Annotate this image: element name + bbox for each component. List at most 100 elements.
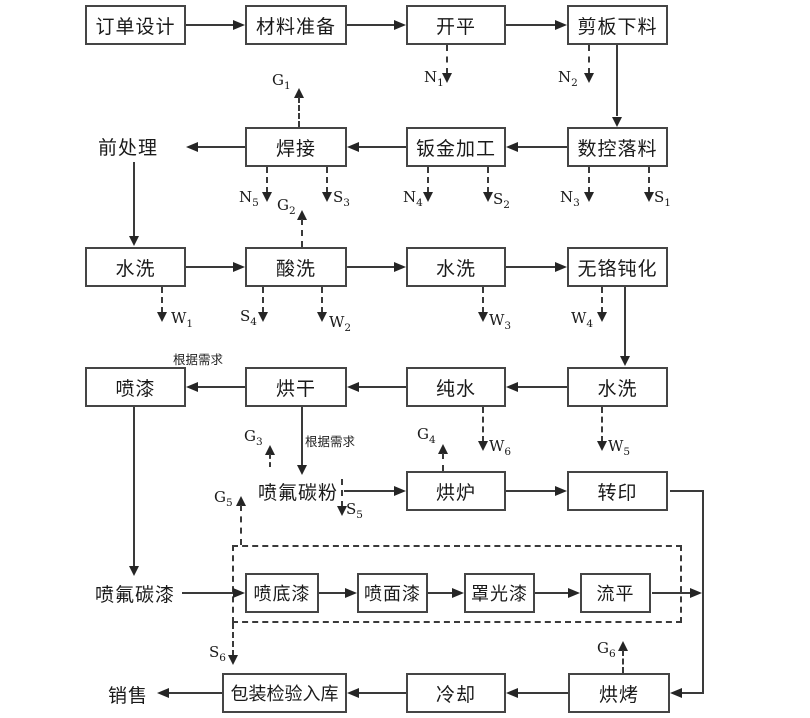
node-water-wash-2: 水洗 — [406, 247, 506, 287]
arrowhead-w6 — [478, 441, 488, 451]
arrowhead-w4 — [597, 312, 607, 322]
arrowhead-sheetmetal-to-welding — [347, 142, 359, 152]
label-w3: W3 — [489, 311, 512, 332]
arrowhead-order-to-material — [233, 20, 245, 30]
arrowhead-s5 — [337, 506, 347, 516]
label-s3: S3 — [333, 188, 350, 209]
stub-n3 — [588, 167, 590, 193]
line-topcoat-to-clearcoat — [428, 592, 453, 594]
arrowhead-wash3-to-purewater — [506, 382, 518, 392]
node-baking: 烘烤 — [568, 673, 670, 713]
arrowhead-oven-to-transfer — [555, 486, 567, 496]
line-drying-to-powder — [301, 407, 303, 465]
node-chrome-free-passivation: 无铬钝化 — [567, 247, 668, 287]
node-spray-paint: 喷漆 — [85, 367, 186, 407]
node-packing-inspection: 包装检验入库 — [222, 673, 347, 713]
arrowhead-pretreatment-to-wash1 — [129, 236, 139, 246]
node-order-design: 订单设计 — [85, 5, 186, 45]
node-transfer-print: 转印 — [567, 471, 668, 511]
line-order-to-material — [186, 24, 234, 26]
line-spraypaint-to-fluoropaint — [133, 407, 135, 566]
arrowhead-primer-to-topcoat — [345, 588, 357, 598]
line-transfer-out — [670, 490, 703, 492]
label-s6: S6 — [209, 643, 226, 664]
node-topcoat: 喷面漆 — [357, 573, 428, 613]
arrowhead-w2 — [317, 312, 327, 322]
node-pure-water: 纯水 — [406, 367, 506, 407]
arrowhead-g1 — [294, 88, 304, 98]
stub-n5 — [266, 167, 268, 193]
line-wash1-to-acid — [186, 266, 234, 268]
node-sheet-metal: 钣金加工 — [406, 127, 506, 167]
arrowhead-g2 — [297, 210, 307, 220]
line-shearing-to-cnc — [616, 45, 618, 116]
line-into-baking — [682, 692, 703, 694]
arrowhead-clearcoat-to-leveling — [568, 588, 580, 598]
node-water-wash-3: 水洗 — [567, 367, 668, 407]
stub-n2 — [588, 45, 590, 74]
line-clearcoat-to-leveling — [535, 592, 569, 594]
line-material-to-leveling — [347, 24, 395, 26]
line-wash3-to-purewater — [518, 386, 567, 388]
arrowhead-s2 — [483, 192, 493, 202]
arrowhead-g3 — [265, 445, 275, 455]
arrowhead-topcoat-to-clearcoat — [452, 588, 464, 598]
line-powder-to-oven — [344, 490, 395, 492]
node-oven: 烘炉 — [406, 471, 506, 511]
label-s2: S2 — [493, 190, 510, 211]
arrowhead-powder-to-oven — [394, 486, 406, 496]
arrowhead-w5 — [597, 441, 607, 451]
stub-n4 — [427, 167, 429, 193]
stub-n1 — [446, 45, 448, 74]
arrowhead-into-baking — [670, 688, 682, 698]
label-w6: W6 — [489, 437, 512, 458]
arrowhead-cnc-to-sheetmetal — [506, 142, 518, 152]
arrowhead-n2 — [584, 73, 594, 83]
paint-booth-dashed-boundary — [232, 545, 682, 623]
stub-w3 — [482, 287, 484, 313]
note-on-demand-1: 根据需求 — [173, 352, 224, 367]
label-n2: N2 — [558, 68, 578, 89]
stub-w1 — [161, 287, 163, 313]
label-n4: N4 — [403, 188, 423, 209]
arrowhead-n5 — [262, 192, 272, 202]
label-n3: N3 — [560, 188, 580, 209]
line-sheetmetal-to-welding — [359, 146, 406, 148]
label-g5: G5 — [214, 488, 233, 509]
line-packing-to-sales — [169, 692, 222, 694]
label-s5: S5 — [346, 500, 363, 521]
arrowhead-purewater-to-drying — [347, 382, 359, 392]
arrowhead-n3 — [584, 192, 594, 202]
label-g1: G1 — [272, 71, 291, 92]
stub-g2 — [301, 219, 303, 247]
node-primer: 喷底漆 — [245, 573, 319, 613]
text-fluorocarbon-powder: 喷氟碳粉 — [258, 482, 339, 504]
stub-s3 — [326, 167, 328, 193]
line-baking-to-cooling — [518, 692, 568, 694]
stub-g1 — [298, 97, 300, 127]
arrowhead-welding-to-pretreatment — [186, 142, 198, 152]
stub-g4 — [442, 453, 444, 471]
arrowhead-cooling-to-packing — [347, 688, 359, 698]
line-cooling-to-packing — [359, 692, 406, 694]
label-n1: N1 — [424, 68, 444, 89]
arrowhead-material-to-leveling — [394, 20, 406, 30]
label-g4: G4 — [417, 425, 436, 446]
node-plate-shearing: 剪板下料 — [567, 5, 668, 45]
arrowhead-packing-to-sales — [157, 688, 169, 698]
node-cnc-blanking: 数控落料 — [567, 127, 668, 167]
arrowhead-baking-to-cooling — [506, 688, 518, 698]
label-n5: N5 — [239, 188, 259, 209]
stub-w4 — [601, 287, 603, 313]
line-acid-to-wash2 — [347, 266, 395, 268]
label-g6: G6 — [597, 639, 616, 660]
stub-w2 — [321, 287, 323, 313]
stub-s5 — [341, 479, 343, 507]
arrowhead-drying-to-spraypaint — [186, 382, 198, 392]
stub-s1 — [648, 167, 650, 193]
node-clearcoat: 罩光漆 — [464, 573, 535, 613]
line-drying-to-spraypaint — [198, 386, 245, 388]
arrowhead-leveling-out — [690, 588, 702, 598]
label-w4: W4 — [571, 309, 594, 330]
arrowhead-g6 — [618, 641, 628, 651]
